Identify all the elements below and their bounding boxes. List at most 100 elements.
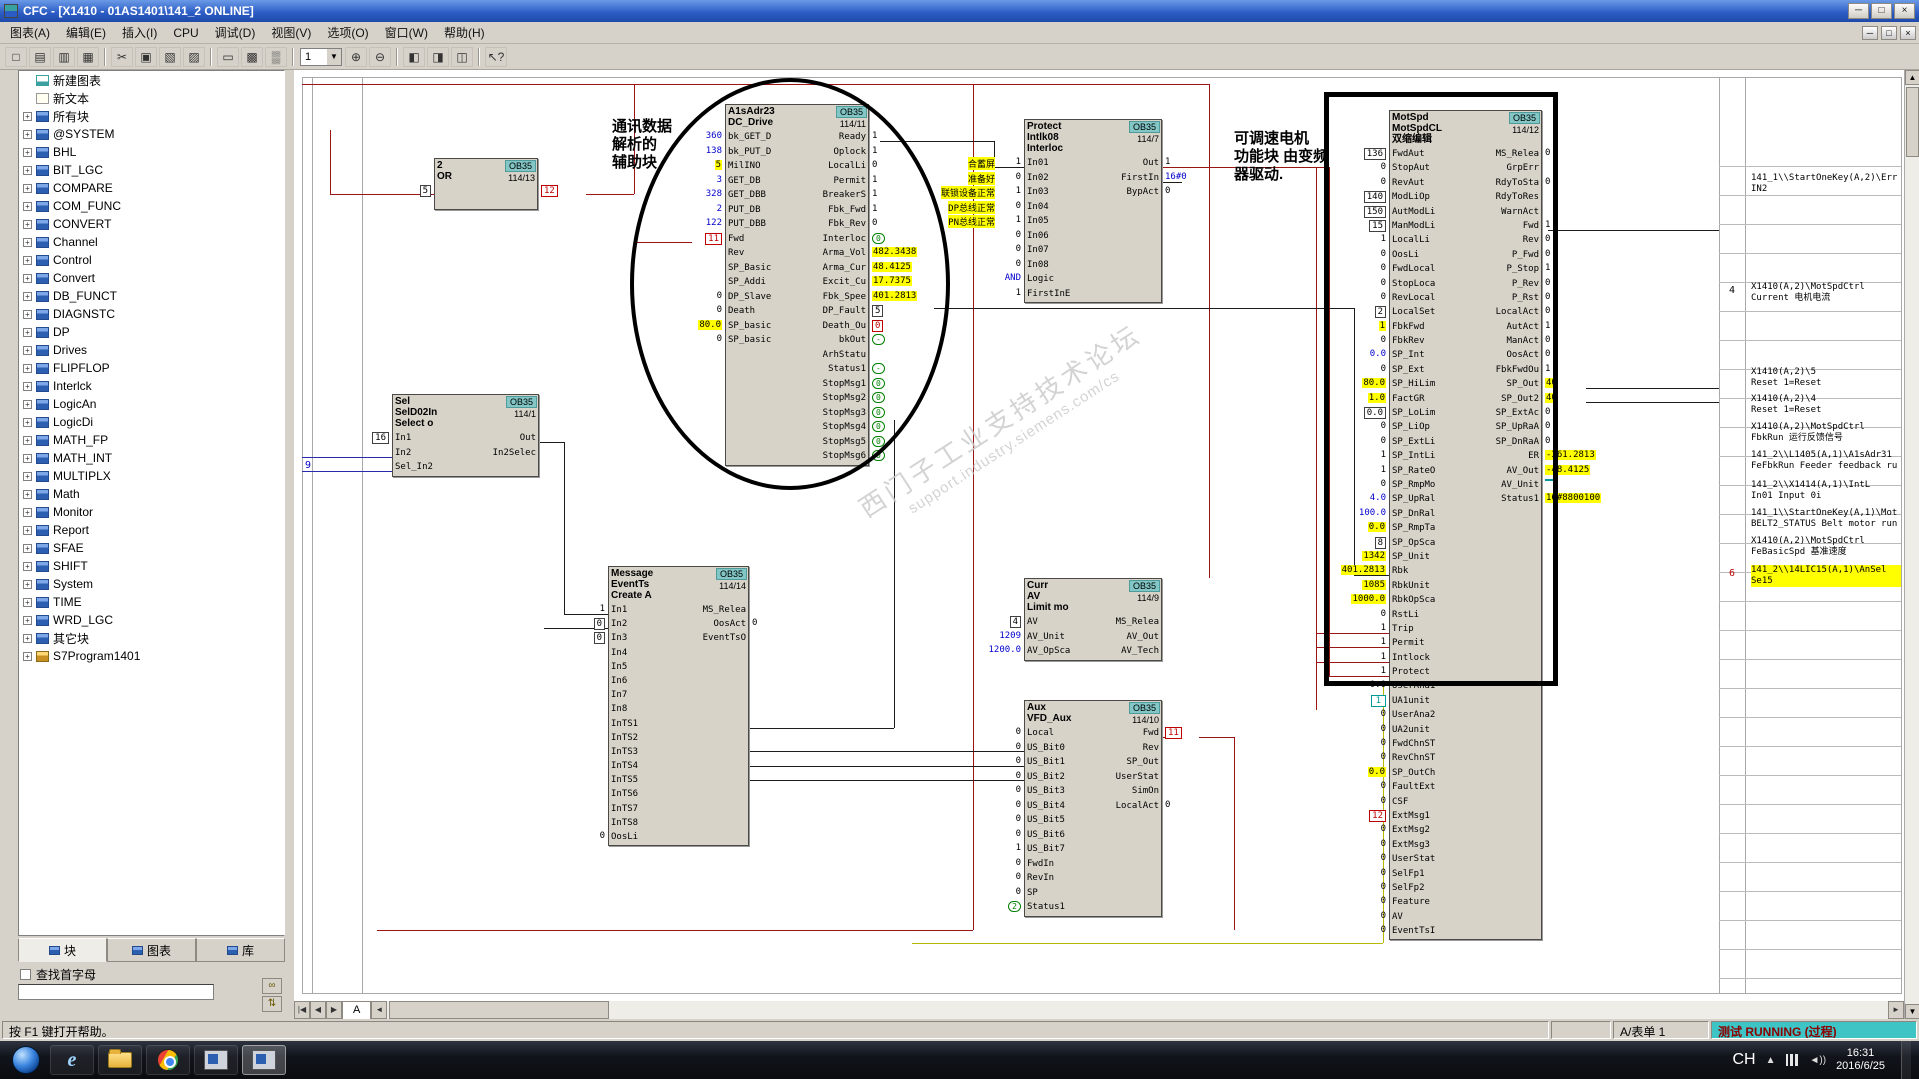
input-pin-US_Bit5[interactable]: US_Bit5 bbox=[1027, 815, 1065, 825]
menu-item-1[interactable]: 图表(A) bbox=[10, 26, 50, 40]
input-value[interactable]: 0 bbox=[593, 618, 605, 631]
input-pin-In6[interactable]: In6 bbox=[611, 675, 628, 686]
input-pin-In1[interactable]: In1 bbox=[611, 605, 628, 615]
input-pin-In4[interactable]: In4 bbox=[611, 647, 628, 658]
menu-item-2[interactable]: 编辑(E) bbox=[66, 26, 106, 40]
cut-icon[interactable]: ✂ bbox=[111, 46, 133, 67]
expander-plus-icon[interactable]: + bbox=[23, 543, 32, 553]
output-value[interactable]: 0 bbox=[1545, 435, 1551, 446]
input-pin-InTS7[interactable]: InTS7 bbox=[611, 803, 639, 814]
sort-icon[interactable]: ⇅ bbox=[262, 996, 282, 1012]
input-pin-FwdAut[interactable]: FwdAut bbox=[1392, 149, 1425, 159]
output-pin-FirstIn[interactable]: FirstIn bbox=[1121, 172, 1159, 183]
output-value[interactable]: 0 bbox=[1545, 176, 1551, 187]
output-value[interactable]: 0 bbox=[752, 618, 758, 629]
output-value[interactable]: 1 bbox=[1545, 219, 1551, 230]
output-pin-AV_Tech[interactable]: AV_Tech bbox=[1121, 646, 1159, 656]
expander-plus-icon[interactable]: + bbox=[23, 399, 32, 409]
input-value[interactable]: 1 bbox=[1378, 320, 1386, 331]
output-pin-Out[interactable]: Out bbox=[519, 433, 536, 443]
output-pin-UserStat[interactable]: UserStat bbox=[1115, 771, 1159, 782]
grid-icon[interactable]: ▒ bbox=[265, 46, 287, 67]
input-value[interactable]: 1 bbox=[1380, 666, 1386, 677]
vertical-scrollbar[interactable]: ▲ ▼ bbox=[1904, 70, 1919, 1019]
tree-item-DB_FUNCT[interactable]: +DB_FUNCT bbox=[19, 287, 284, 305]
input-pin-SP_Unit[interactable]: SP_Unit bbox=[1392, 551, 1430, 562]
menu-item-7[interactable]: 选项(O) bbox=[327, 26, 369, 40]
output-pin-Out[interactable]: Out bbox=[1142, 158, 1159, 168]
output-value[interactable]: 0 bbox=[1545, 277, 1551, 288]
tree-item-Monitor[interactable]: +Monitor bbox=[19, 503, 284, 521]
input-pin-InTS6[interactable]: InTS6 bbox=[611, 789, 639, 800]
input-pin-FirstInE[interactable]: FirstInE bbox=[1027, 288, 1071, 299]
input-value[interactable]: 0 bbox=[1380, 795, 1386, 806]
tree-item-Convert[interactable]: +Convert bbox=[19, 269, 284, 287]
zoom-out-icon[interactable]: ⊖ bbox=[369, 46, 391, 67]
input-pin-SP_LoLim[interactable]: SP_LoLim bbox=[1392, 408, 1436, 419]
expander-plus-icon[interactable]: + bbox=[23, 129, 32, 139]
input-pin-EventTsI[interactable]: EventTsI bbox=[1392, 926, 1436, 937]
input-value[interactable]: 0 bbox=[1380, 363, 1386, 374]
input-value[interactable]: 1 bbox=[1015, 843, 1021, 853]
output-value[interactable]: 0 bbox=[1545, 306, 1551, 317]
input-value[interactable]: 0 bbox=[1380, 162, 1386, 173]
input-pin-US_Bit0[interactable]: US_Bit0 bbox=[1027, 742, 1065, 753]
output-value[interactable]: -48.4125 bbox=[1545, 464, 1591, 475]
input-pin-RevChnST[interactable]: RevChnST bbox=[1392, 753, 1436, 764]
taskbar-explorer-button[interactable] bbox=[98, 1045, 142, 1075]
input-pin-SP_ExtLi[interactable]: SP_ExtLi bbox=[1392, 436, 1436, 447]
input-pin-RevLocal[interactable]: RevLocal bbox=[1392, 292, 1436, 303]
output-pin-RdyToRes[interactable]: RdyToRes bbox=[1495, 192, 1539, 203]
input-pin-SP_RmpMo[interactable]: SP_RmpMo bbox=[1392, 479, 1436, 490]
expander-plus-icon[interactable]: + bbox=[23, 363, 32, 373]
input-value[interactable]: 8 bbox=[1374, 536, 1386, 549]
maximize-button[interactable]: □ bbox=[1871, 3, 1892, 19]
close-button[interactable]: × bbox=[1894, 3, 1915, 19]
input-pin-US_Bit3[interactable]: US_Bit3 bbox=[1027, 786, 1065, 796]
input-pin-UserAna1[interactable]: UserAna1 bbox=[1392, 681, 1436, 692]
taskbar-ie-button[interactable]: e bbox=[50, 1045, 94, 1075]
input-pin-RevAut[interactable]: RevAut bbox=[1392, 177, 1425, 188]
input-value[interactable]: 1 bbox=[599, 604, 605, 614]
input-value[interactable]: 2 bbox=[1374, 306, 1386, 319]
input-value[interactable]: 0 bbox=[1015, 814, 1021, 824]
input-pin-In04[interactable]: In04 bbox=[1027, 201, 1049, 212]
layer-a-icon[interactable]: ◧ bbox=[403, 46, 425, 67]
input-value[interactable]: 1 bbox=[1380, 234, 1386, 245]
input-pin-SP[interactable]: SP bbox=[1027, 887, 1038, 898]
output-pin-SP_ExtAc[interactable]: SP_ExtAc bbox=[1495, 408, 1539, 419]
tree-item-MATH_INT[interactable]: +MATH_INT bbox=[19, 449, 284, 467]
output-pin-AutAct[interactable]: AutAct bbox=[1506, 321, 1539, 332]
input-pin-In8[interactable]: In8 bbox=[611, 704, 628, 715]
zoom-select[interactable]: 1▼ bbox=[300, 47, 342, 66]
input-pin-Permit[interactable]: Permit bbox=[1392, 638, 1425, 649]
output-value[interactable]: 1 bbox=[1545, 320, 1551, 331]
input-value[interactable]: 0 bbox=[1380, 723, 1386, 734]
scroll-down-icon[interactable]: ▼ bbox=[1905, 1004, 1919, 1019]
output-value[interactable]: 1 bbox=[1545, 263, 1551, 274]
input-value[interactable]: 1 bbox=[1380, 450, 1386, 461]
sheet-prev-icon[interactable]: ◀ bbox=[310, 1001, 326, 1019]
input-value[interactable]: 0 bbox=[1380, 910, 1386, 921]
volume-icon[interactable]: ◄)) bbox=[1809, 1054, 1827, 1066]
input-value[interactable]: 0 bbox=[1380, 608, 1386, 619]
expander-plus-icon[interactable]: + bbox=[23, 219, 32, 229]
tree-item-COMPARE[interactable]: +COMPARE bbox=[19, 179, 284, 197]
tree-item-WRD_LGC[interactable]: +WRD_LGC bbox=[19, 611, 284, 629]
menu-item-9[interactable]: 帮助(H) bbox=[444, 26, 485, 40]
output-pin-OosAct[interactable]: OosAct bbox=[1506, 350, 1539, 361]
child-close-button[interactable]: × bbox=[1900, 25, 1916, 40]
input-pin-LocalSet[interactable]: LocalSet bbox=[1392, 307, 1436, 318]
input-value[interactable]: 1 bbox=[1380, 637, 1386, 648]
taskbar-simatic-button[interactable] bbox=[194, 1045, 238, 1075]
input-pin-Rbk[interactable]: Rbk bbox=[1392, 566, 1409, 577]
